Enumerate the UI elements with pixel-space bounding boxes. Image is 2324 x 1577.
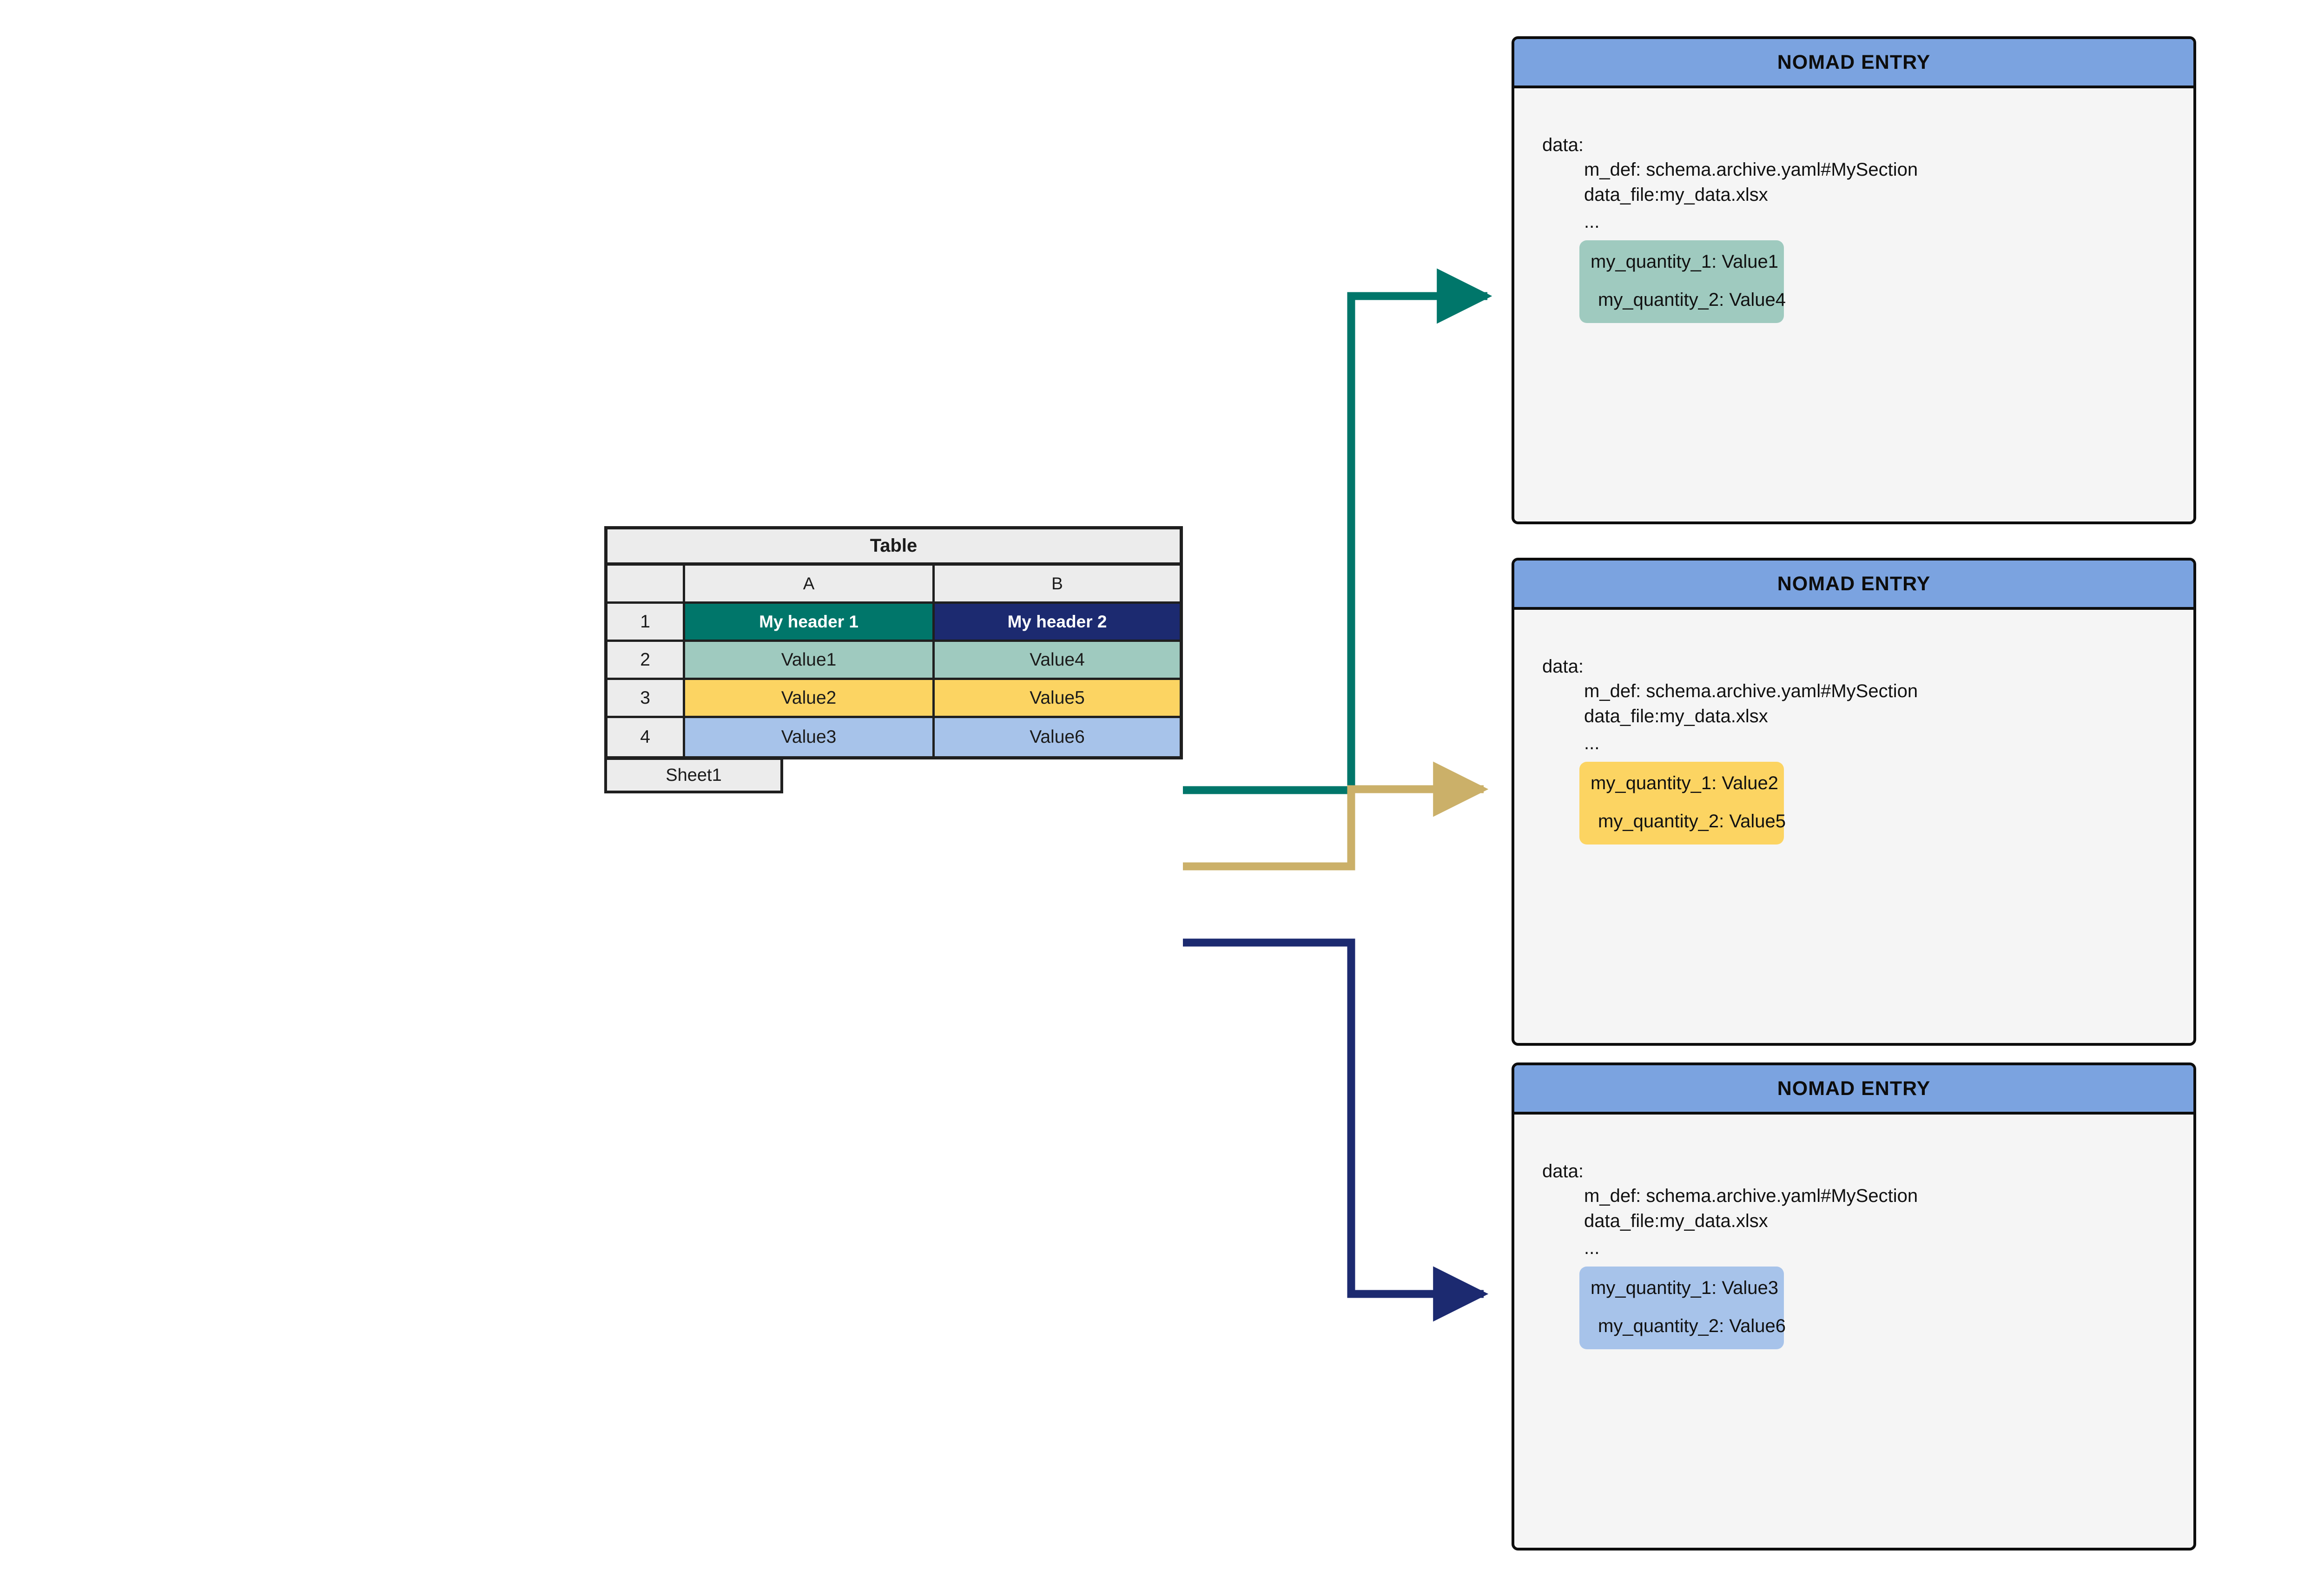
cell-a3[interactable]: Value2 <box>685 680 935 718</box>
cell-b3[interactable]: Value5 <box>935 680 1180 718</box>
quantity-box-2: my_quantity_1: Value2 my_quantity_2: Val… <box>1579 762 1786 845</box>
yaml-line-ellipsis-2: ... <box>1584 733 1600 753</box>
quantity-box-3: my_quantity_1: Value3 my_quantity_2: Val… <box>1579 1267 1786 1349</box>
column-header-row: A B <box>607 566 1180 604</box>
table-row: 2 Value1 Value4 <box>607 642 1180 680</box>
corner-cell <box>607 566 686 604</box>
card-title-2: NOMAD ENTRY <box>1514 561 2193 610</box>
quantity-2-line-1: my_quantity_2: Value4 <box>1598 290 1786 310</box>
column-label-a: A <box>685 566 935 604</box>
nomad-entry-card-2[interactable]: NOMAD ENTRY data: m_def: schema.archive.… <box>1512 558 2196 1046</box>
connector-row4-to-entry3 <box>1183 938 1489 1322</box>
spreadsheet-table: Table A B 1 My header 1 My header 2 2 Va… <box>604 526 1183 759</box>
card-body-1: data: m_def: schema.archive.yaml#MySecti… <box>1514 88 2193 521</box>
card-body-2: data: m_def: schema.archive.yaml#MySecti… <box>1514 610 2193 1043</box>
row-index-2: 2 <box>607 642 686 680</box>
table-row: 4 Value3 Value6 <box>607 718 1180 756</box>
sheet-tab-label: Sheet1 <box>666 765 722 785</box>
yaml-line-datafile-2: data_file:my_data.xlsx <box>1584 706 1768 726</box>
card-title-1: NOMAD ENTRY <box>1514 39 2193 88</box>
yaml-root-key-2: data: <box>1542 656 1584 677</box>
connector-row3-to-entry2 <box>1183 761 1489 871</box>
cell-a1[interactable]: My header 1 <box>685 604 935 642</box>
yaml-line-ellipsis-3: ... <box>1584 1238 1600 1258</box>
quantity-box-1: my_quantity_1: Value1 my_quantity_2: Val… <box>1579 240 1786 323</box>
row-index-4: 4 <box>607 718 686 756</box>
yaml-root-key-3: data: <box>1542 1161 1584 1181</box>
sheet-tab-sheet1[interactable]: Sheet1 <box>604 757 783 793</box>
nomad-entry-card-1[interactable]: NOMAD ENTRY data: m_def: schema.archive.… <box>1512 36 2196 524</box>
table-title: Table <box>607 529 1180 566</box>
column-label-b: B <box>935 566 1180 604</box>
card-body-3: data: m_def: schema.archive.yaml#MySecti… <box>1514 1115 2193 1548</box>
connector-row2-to-entry1 <box>1183 268 1492 794</box>
yaml-line-mdef-1: m_def: schema.archive.yaml#MySection <box>1584 159 1918 180</box>
nomad-entry-card-3[interactable]: NOMAD ENTRY data: m_def: schema.archive.… <box>1512 1062 2196 1551</box>
cell-b1[interactable]: My header 2 <box>935 604 1180 642</box>
row-index-3: 3 <box>607 680 686 718</box>
card-title-3: NOMAD ENTRY <box>1514 1065 2193 1115</box>
quantity-2-line-2: my_quantity_2: Value5 <box>1598 811 1786 831</box>
yaml-line-datafile-3: data_file:my_data.xlsx <box>1584 1211 1768 1231</box>
cell-b4[interactable]: Value6 <box>935 718 1180 756</box>
cell-a4[interactable]: Value3 <box>685 718 935 756</box>
yaml-root-key-1: data: <box>1542 135 1584 155</box>
table-row: 1 My header 1 My header 2 <box>607 604 1180 642</box>
quantity-2-line-3: my_quantity_2: Value6 <box>1598 1316 1786 1336</box>
yaml-line-mdef-2: m_def: schema.archive.yaml#MySection <box>1584 681 1918 701</box>
yaml-line-datafile-1: data_file:my_data.xlsx <box>1584 185 1768 205</box>
row-index-1: 1 <box>607 604 686 642</box>
table-row: 3 Value2 Value5 <box>607 680 1180 718</box>
cell-b2[interactable]: Value4 <box>935 642 1180 680</box>
quantity-1-line-2: my_quantity_1: Value2 <box>1591 773 1778 793</box>
quantity-1-line-3: my_quantity_1: Value3 <box>1591 1278 1778 1298</box>
yaml-line-mdef-3: m_def: schema.archive.yaml#MySection <box>1584 1186 1918 1206</box>
quantity-1-line-1: my_quantity_1: Value1 <box>1591 251 1778 272</box>
cell-a2[interactable]: Value1 <box>685 642 935 680</box>
yaml-line-ellipsis-1: ... <box>1584 211 1600 232</box>
